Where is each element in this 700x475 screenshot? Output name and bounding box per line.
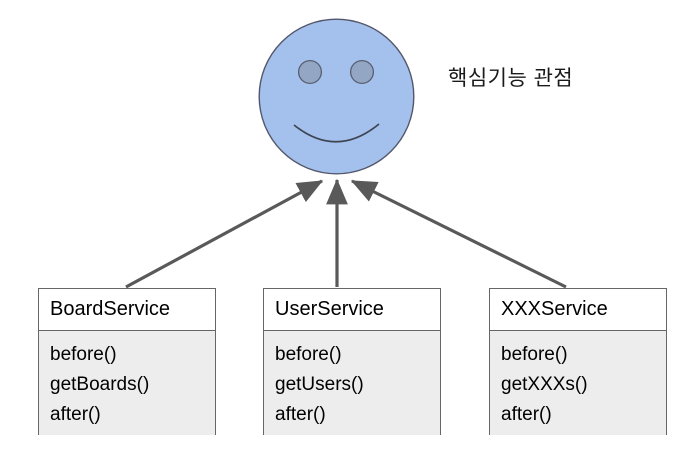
method-item: getUsers()	[275, 374, 364, 395]
service-box-xxxservice[interactable]: XXXService before() getXXXs() after()	[489, 288, 667, 435]
right-eye-icon	[349, 59, 375, 85]
left-eye-icon	[297, 59, 323, 85]
edge-boardservice-to-face	[125, 179, 324, 289]
service-name-xxxservice: XXXService	[490, 289, 666, 331]
method-item: after()	[50, 404, 101, 425]
service-box-boardservice[interactable]: BoardService before() getBoards() after(…	[38, 288, 216, 435]
service-methods-xxxservice: before() getXXXs() after()	[490, 331, 666, 435]
smile-arc	[293, 123, 380, 143]
face-circle	[258, 18, 415, 175]
method-item: getXXXs()	[501, 374, 588, 395]
method-item: after()	[501, 404, 552, 425]
aspect-label: 핵심기능 관점	[448, 67, 574, 90]
service-methods-userservice: before() getUsers() after()	[264, 331, 440, 435]
smiley-face-icon	[258, 18, 415, 175]
method-item: before()	[50, 344, 117, 365]
method-item: after()	[275, 404, 326, 425]
service-name-userservice: UserService	[264, 289, 440, 331]
edge-xxxservice-to-face	[350, 179, 567, 289]
method-item: before()	[501, 344, 568, 365]
method-item: getBoards()	[50, 374, 150, 395]
service-name-boardservice: BoardService	[39, 289, 215, 331]
service-box-userservice[interactable]: UserService before() getUsers() after()	[263, 288, 441, 435]
service-methods-boardservice: before() getBoards() after()	[39, 331, 215, 435]
method-item: before()	[275, 344, 342, 365]
